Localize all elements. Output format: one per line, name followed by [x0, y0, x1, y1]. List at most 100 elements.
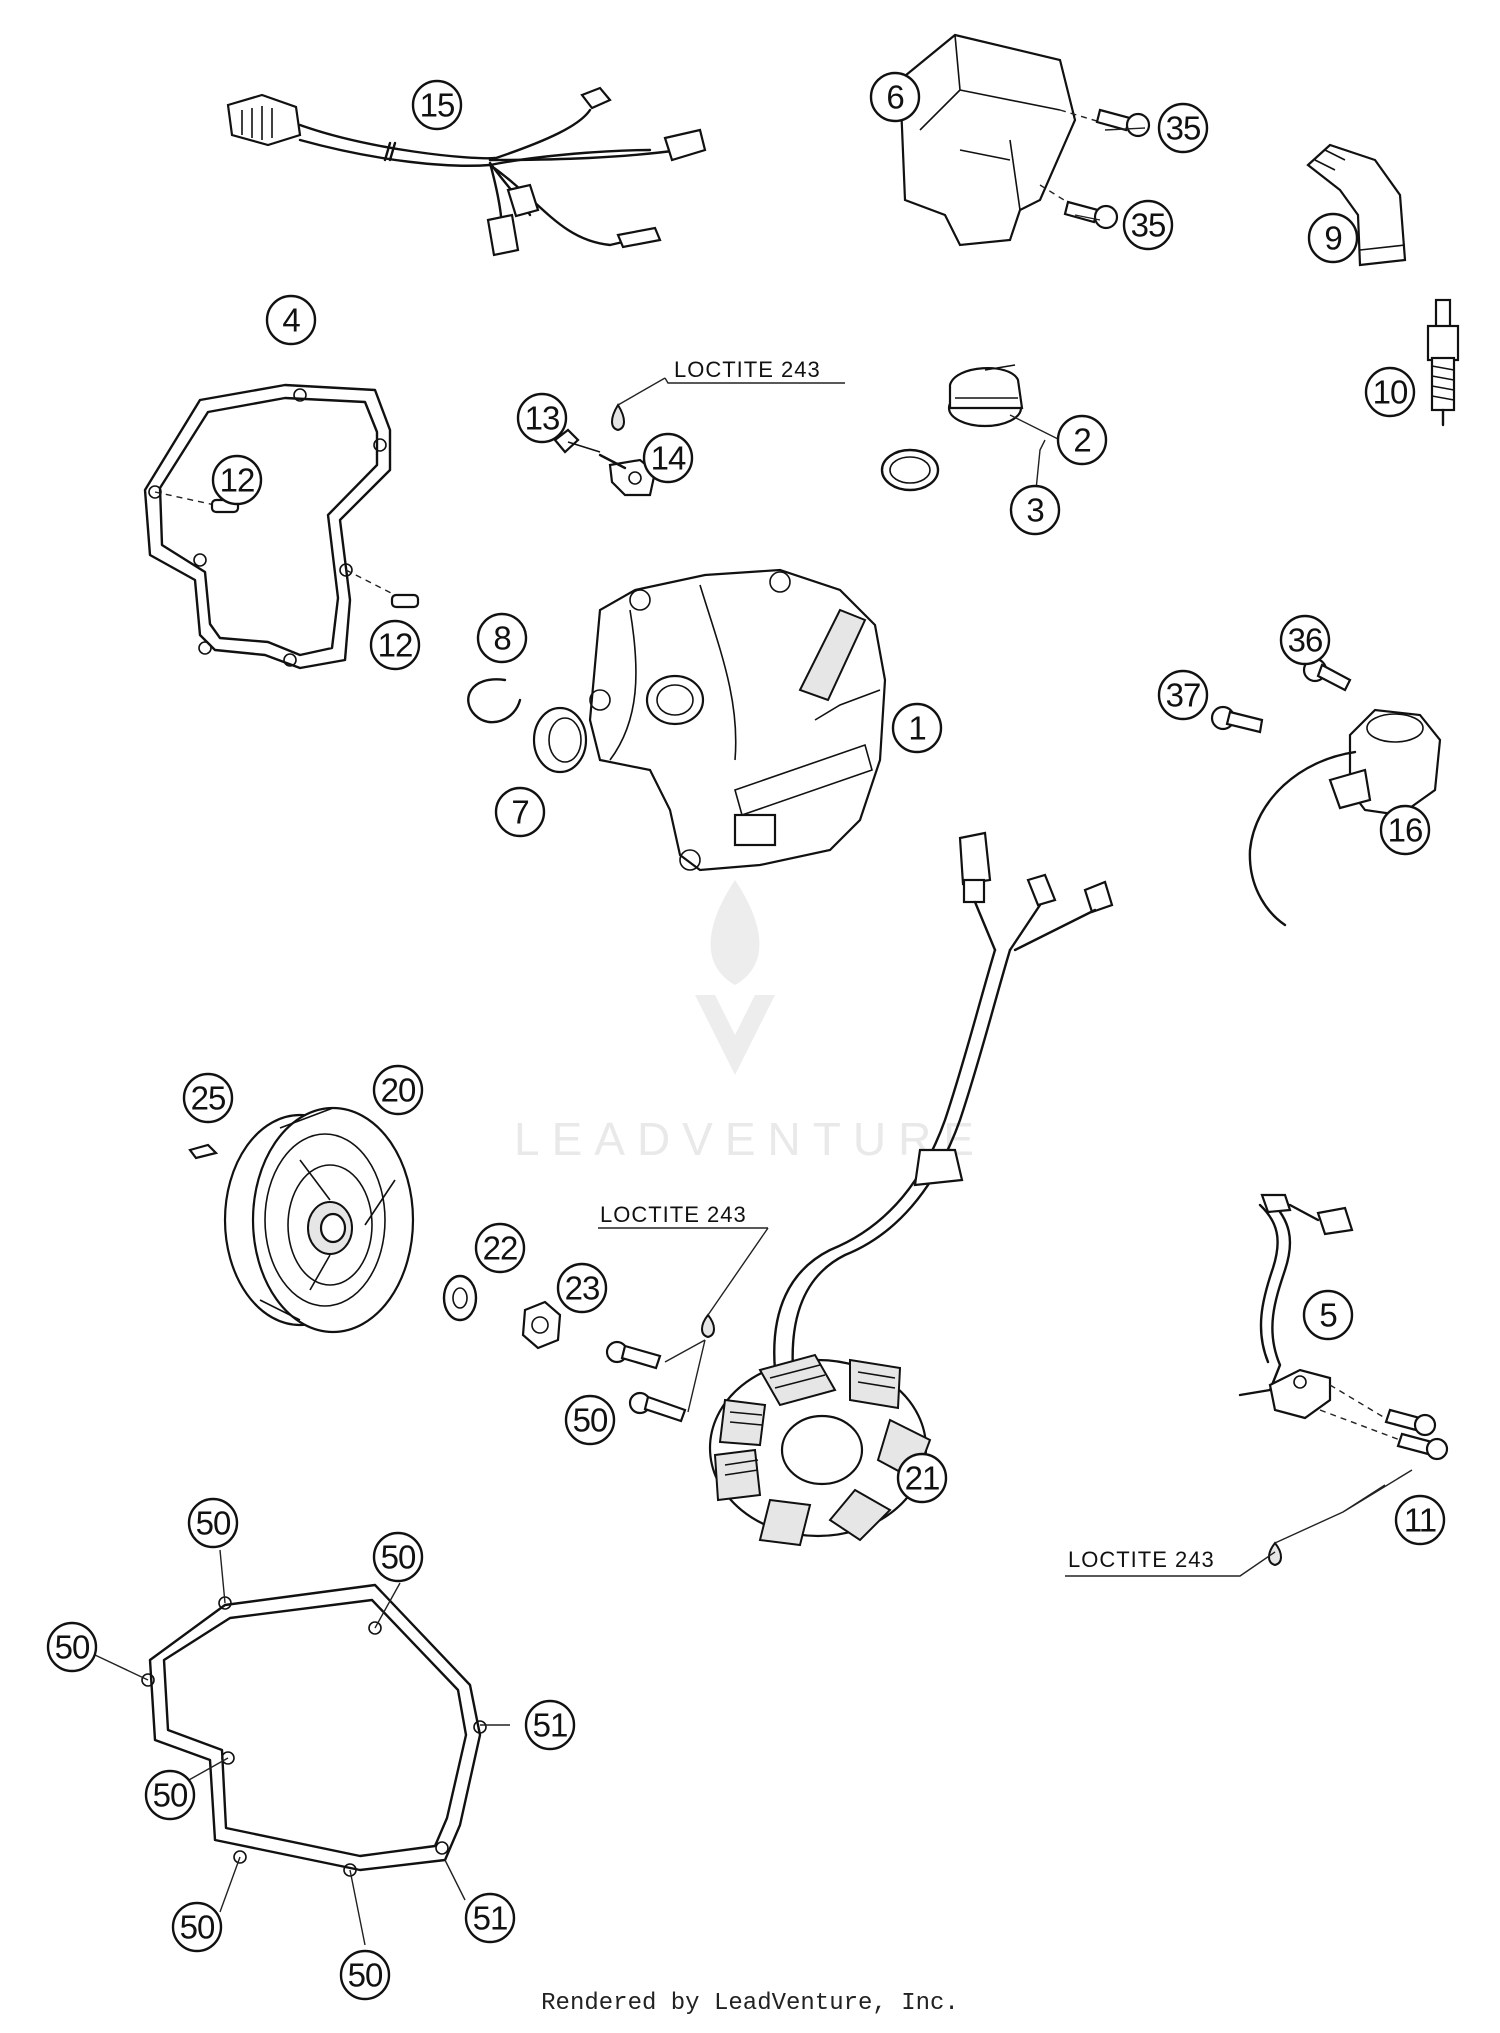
callout-22: 22 [474, 1222, 526, 1274]
svg-text:50: 50 [180, 1909, 215, 1946]
callout-12-upper: 12 [211, 454, 263, 506]
render-credit: Rendered by LeadVenture, Inc. [541, 1990, 959, 2017]
svg-text:25: 25 [191, 1080, 226, 1117]
stator-screw-lower [628, 1391, 687, 1423]
callout-50-screw: 50 [564, 1394, 616, 1446]
callout-1: 1 [891, 702, 943, 754]
svg-text:14: 14 [651, 440, 686, 477]
loctite-drop-upper [611, 377, 666, 432]
svg-text:11: 11 [1404, 1502, 1436, 1539]
callout-3: 3 [1009, 484, 1061, 536]
dowel-lines [154, 491, 396, 596]
callout-50-bottom: 50 [339, 1949, 391, 2001]
callout-9: 9 [1307, 212, 1359, 264]
watermark: LEADVENTURE [514, 880, 986, 1165]
svg-text:35: 35 [1131, 207, 1166, 244]
callout-50-mid-left: 50 [144, 1769, 196, 1821]
pulse-generator-part [1238, 1193, 1354, 1420]
loctite-note-middle: LOCTITE 243 [598, 1202, 768, 1229]
cdi-box-part [898, 33, 1077, 247]
svg-text:8: 8 [493, 620, 510, 657]
svg-text:50: 50 [55, 1629, 90, 1666]
callout-23: 23 [556, 1262, 608, 1314]
callout-37: 37 [1157, 669, 1209, 721]
callout-10: 10 [1364, 366, 1416, 418]
callout-25: 25 [182, 1072, 234, 1124]
dowel-pin-lower [390, 593, 420, 609]
svg-text:50: 50 [573, 1402, 608, 1439]
stator-part [708, 1353, 932, 1547]
callout-50-left: 50 [46, 1621, 98, 1673]
callout-2: 2 [1056, 414, 1108, 466]
svg-text:13: 13 [525, 400, 560, 437]
callout-6: 6 [869, 71, 921, 123]
svg-text:51: 51 [473, 1900, 508, 1937]
callout-leaders [94, 127, 1146, 1946]
svg-text:51: 51 [533, 1707, 568, 1744]
callout-51-lower: 51 [464, 1892, 516, 1944]
callout-36: 36 [1279, 614, 1331, 666]
svg-text:9: 9 [1324, 220, 1341, 257]
loctite-label-lower: LOCTITE 243 [1068, 1547, 1215, 1572]
callout-12-lower: 12 [369, 619, 421, 671]
svg-text:1: 1 [908, 710, 925, 747]
svg-text:6: 6 [886, 79, 903, 116]
svg-text:2: 2 [1073, 422, 1090, 459]
cdi-screw-upper [1095, 108, 1151, 138]
ignition-cover-gasket-part [143, 383, 392, 670]
cdi-screw-lower [1063, 200, 1119, 230]
nut-part [521, 1300, 562, 1350]
cdi-mount-lines [1039, 109, 1111, 211]
ignition-coil-part [1248, 708, 1442, 927]
loctite-note-upper: LOCTITE 243 [664, 357, 845, 384]
stator-cable [773, 831, 1114, 1372]
callout-50-top-right: 50 [372, 1531, 424, 1583]
svg-text:35: 35 [1166, 110, 1201, 147]
svg-text:37: 37 [1166, 677, 1201, 714]
svg-text:16: 16 [1388, 812, 1423, 849]
svg-text:50: 50 [348, 1957, 383, 1994]
callout-14: 14 [642, 432, 694, 484]
loctite-drop-middle [664, 1227, 769, 1413]
watermark-text: LEADVENTURE [514, 1113, 986, 1165]
callout-7: 7 [494, 786, 546, 838]
pulse-gen-screw-lower [1396, 1432, 1449, 1461]
callout-11: 11 [1394, 1494, 1446, 1546]
clamp-part-14 [598, 453, 657, 497]
callout-35-lower: 35 [1122, 199, 1174, 251]
svg-text:12: 12 [220, 462, 255, 499]
callout-5: 5 [1302, 1289, 1354, 1341]
shaft-seal-part [532, 706, 588, 774]
callout-15: 15 [411, 79, 463, 131]
svg-text:12: 12 [378, 627, 413, 664]
svg-text:50: 50 [381, 1539, 416, 1576]
wiring-harness-part [226, 86, 707, 257]
generator-cover-gasket-part [141, 1583, 487, 1877]
spring-washer-part [442, 1274, 478, 1322]
svg-text:23: 23 [565, 1270, 600, 1307]
screw-part-37 [1210, 705, 1264, 734]
spark-plug-part [1426, 298, 1460, 427]
svg-text:15: 15 [420, 87, 455, 124]
loctite-label-upper: LOCTITE 243 [674, 357, 821, 382]
loctite-note-lower: LOCTITE 243 [1065, 1547, 1276, 1577]
callout-4: 4 [265, 294, 317, 346]
woodruff-key-part [188, 1143, 219, 1160]
stator-screw-upper [605, 1340, 662, 1370]
svg-text:36: 36 [1288, 622, 1323, 659]
svg-text:4: 4 [282, 302, 300, 339]
circlip-part [467, 678, 522, 724]
loctite-drop-lower [1268, 1469, 1413, 1567]
callout-50-top: 50 [187, 1497, 239, 1549]
pulse-gen-mount-lines [1319, 1384, 1401, 1441]
svg-text:3: 3 [1026, 492, 1043, 529]
svg-text:10: 10 [1373, 374, 1408, 411]
screw-part-13 [553, 428, 601, 454]
screw-plug-part [947, 364, 1024, 428]
svg-text:21: 21 [905, 1460, 940, 1497]
flywheel-part [223, 1106, 415, 1334]
callout-13: 13 [516, 392, 568, 444]
callout-20: 20 [372, 1064, 424, 1116]
callout-8: 8 [476, 612, 528, 664]
callout-51-upper: 51 [524, 1699, 576, 1751]
